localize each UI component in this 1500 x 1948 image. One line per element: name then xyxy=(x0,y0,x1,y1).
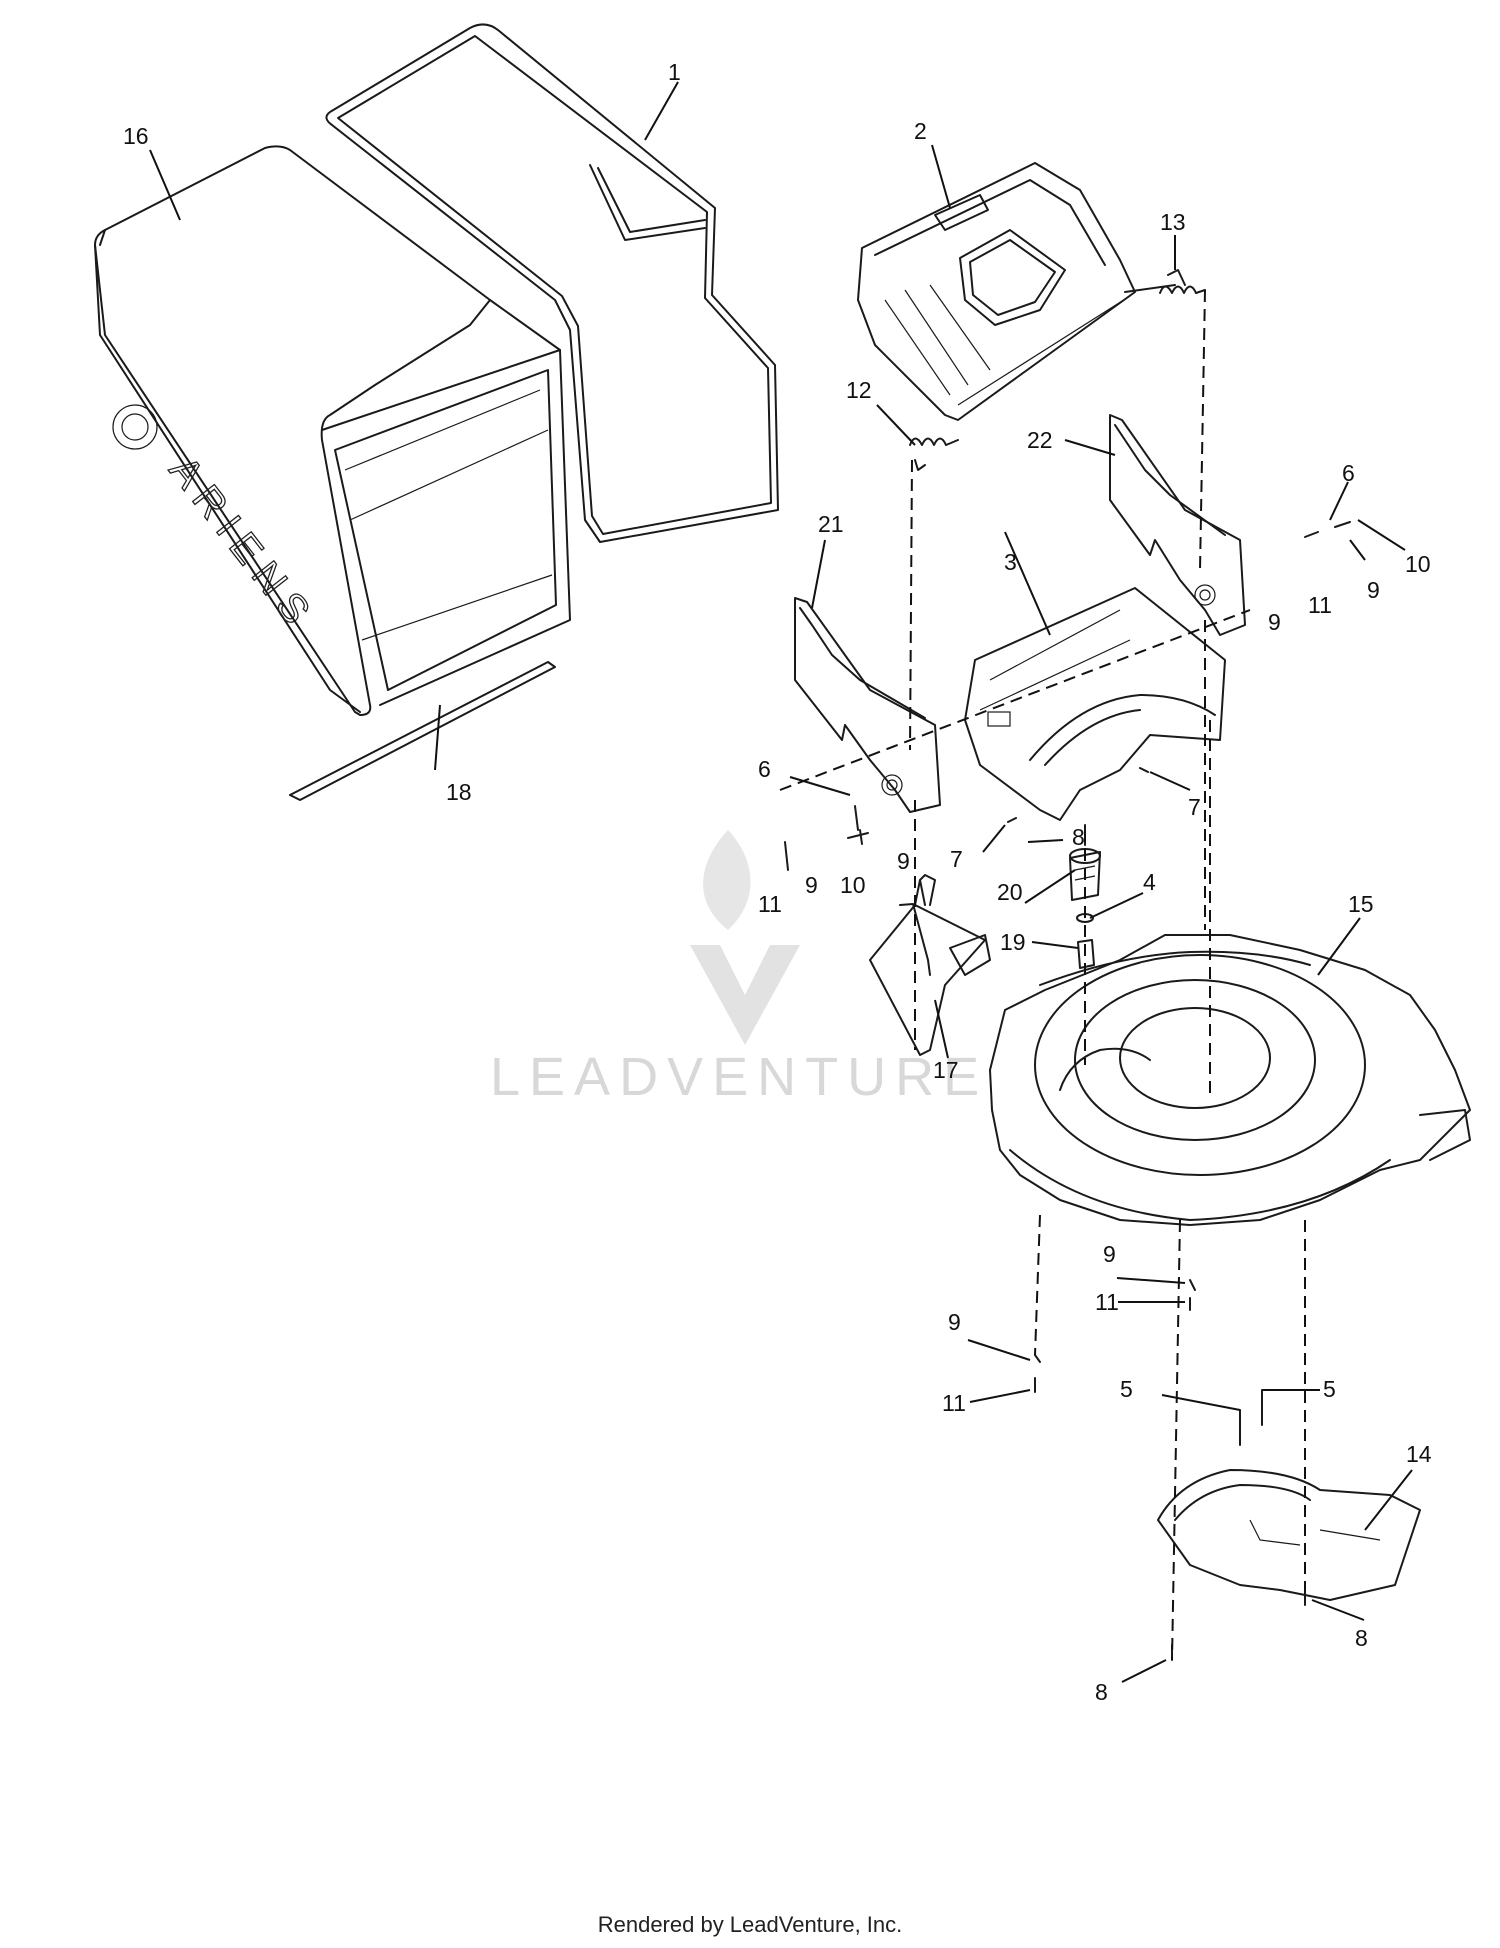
assembly-lines xyxy=(779,289,1306,1661)
callout-11-d: 11 xyxy=(942,1390,966,1416)
side-plate-right xyxy=(1109,414,1246,636)
callout-2: 2 xyxy=(914,118,927,144)
watermark-flame-icon xyxy=(703,830,751,930)
callout-10-right: 10 xyxy=(1405,551,1431,577)
callout-12: 12 xyxy=(846,377,872,403)
callout-6-left: 6 xyxy=(758,756,771,782)
callout-9-d: 9 xyxy=(897,848,910,874)
callout-20: 20 xyxy=(997,879,1023,905)
callouts: 1 2 3 4 5 5 6 6 7 7 8 8 8 8 9 9 9 9 9 9 … xyxy=(123,59,1432,1705)
callout-6-right: 6 xyxy=(1342,460,1355,486)
callout-11-b: 11 xyxy=(758,891,782,917)
callout-21: 21 xyxy=(818,511,844,537)
callout-5-left: 5 xyxy=(1120,1376,1133,1402)
callout-7-left: 7 xyxy=(950,846,963,872)
callout-9-e: 9 xyxy=(1103,1241,1116,1267)
watermark: LEADVENTURE xyxy=(490,830,988,1107)
callout-9-a: 9 xyxy=(1268,609,1281,635)
mower-deck xyxy=(989,934,1471,1226)
callout-11-a: 11 xyxy=(1308,592,1332,618)
brand-gear-icon xyxy=(112,404,158,450)
callout-18: 18 xyxy=(446,779,472,805)
callout-16: 16 xyxy=(123,123,149,149)
callout-9-c: 9 xyxy=(805,872,818,898)
callout-13: 13 xyxy=(1160,209,1186,235)
brand-mark-text: ARIENS xyxy=(161,448,324,640)
bag-bottom-strip xyxy=(289,661,556,801)
callout-15: 15 xyxy=(1348,891,1374,917)
watermark-text: LEADVENTURE xyxy=(490,1047,988,1107)
spring-right xyxy=(1159,269,1206,294)
watermark-v-icon xyxy=(690,945,800,1045)
callout-3: 3 xyxy=(1004,549,1017,575)
callout-9-b: 9 xyxy=(1367,577,1380,603)
rear-door xyxy=(857,162,1176,421)
adjuster-19 xyxy=(1077,939,1095,969)
rear-skid xyxy=(1157,1469,1421,1601)
callout-19: 19 xyxy=(1000,929,1026,955)
callout-14: 14 xyxy=(1406,1441,1432,1467)
callout-8-bottom: 8 xyxy=(1095,1679,1108,1705)
callout-9-f: 9 xyxy=(948,1309,961,1335)
chute-housing xyxy=(964,587,1226,821)
spring-left xyxy=(909,437,959,471)
callout-1: 1 xyxy=(668,59,681,85)
bag-frame xyxy=(325,23,779,543)
side-plate-left xyxy=(794,597,941,813)
callout-7-right: 7 xyxy=(1188,794,1201,820)
leader-lines xyxy=(149,81,1413,1683)
callout-4: 4 xyxy=(1143,869,1156,895)
footer-credit: Rendered by LeadVenture, Inc. xyxy=(597,1912,903,1937)
callout-8-top: 8 xyxy=(1072,824,1085,850)
callout-11-c: 11 xyxy=(1095,1289,1119,1315)
callout-10-left: 10 xyxy=(840,872,866,898)
grass-bag: ARIENS xyxy=(94,145,571,716)
callout-5-right: 5 xyxy=(1323,1376,1336,1402)
callout-22: 22 xyxy=(1027,427,1053,453)
mulch-plug xyxy=(869,874,991,1056)
callout-17: 17 xyxy=(933,1057,959,1083)
callout-8-skid: 8 xyxy=(1355,1625,1368,1651)
